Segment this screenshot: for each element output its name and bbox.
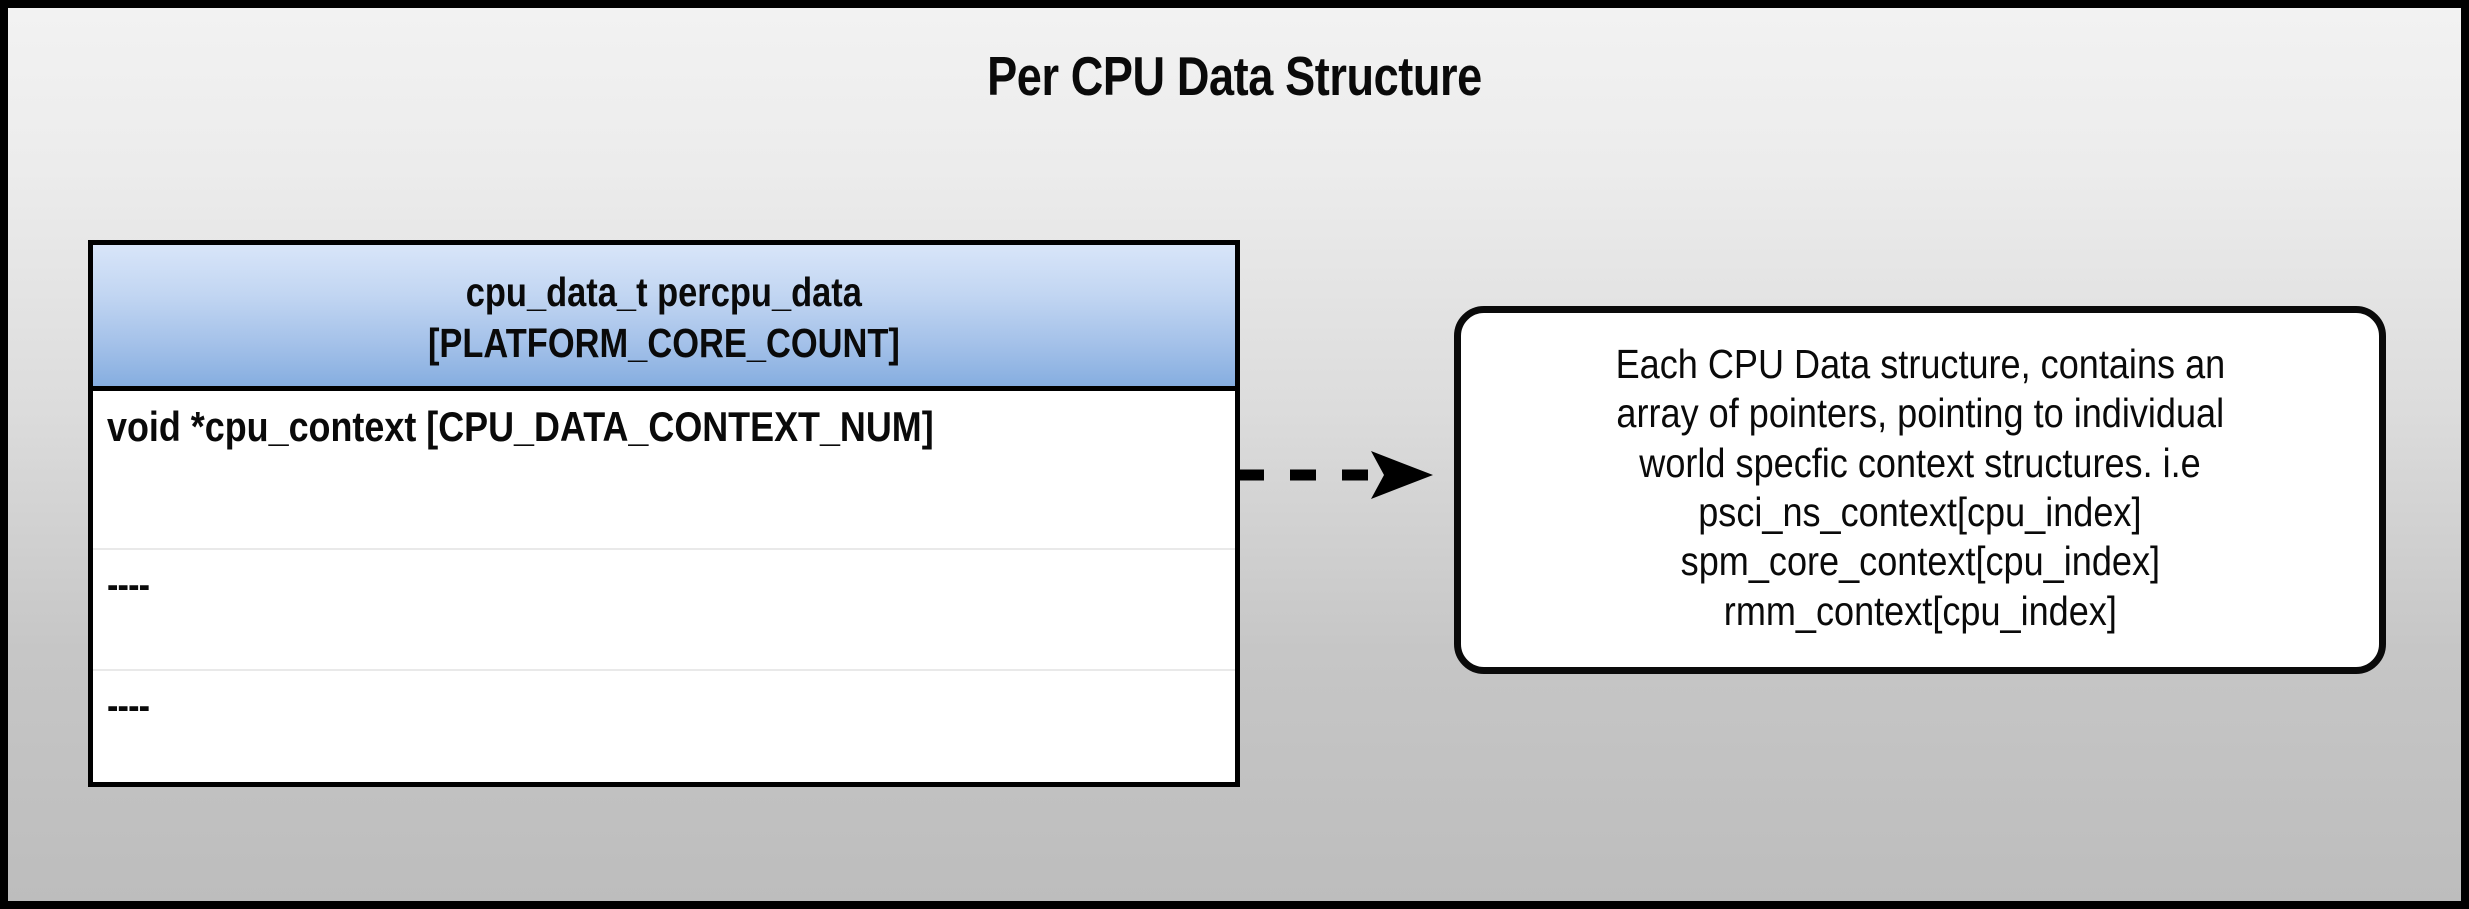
dashed-arrow-right-icon [1238,451,1433,499]
page-title: Per CPU Data Structure [987,45,1482,107]
percpu-data-struct-table: cpu_data_t percpu_data [PLATFORM_CORE_CO… [88,240,1240,787]
struct-table-header: cpu_data_t percpu_data [PLATFORM_CORE_CO… [93,245,1235,391]
table-row: ---- [93,548,1235,669]
callout-line: world specfic context structures. i.e [1639,439,2201,486]
struct-row-label: ---- [107,684,150,728]
table-row: void *cpu_context [CPU_DATA_CONTEXT_NUM] [93,391,1235,548]
struct-row-label: void *cpu_context [CPU_DATA_CONTEXT_NUM] [107,403,934,450]
callout-line: Each CPU Data structure, contains an [1615,340,2225,387]
struct-header-line-2: [PLATFORM_CORE_COUNT] [428,319,900,366]
table-row: ---- [93,669,1235,790]
callout-note: Each CPU Data structure, contains an arr… [1454,306,2386,674]
callout-line: array of pointers, pointing to individua… [1616,390,2224,437]
struct-header-line-1: cpu_data_t percpu_data [465,269,863,316]
callout-line: spm_core_context[cpu_index] [1680,538,2160,585]
callout-line: psci_ns_context[cpu_index] [1698,489,2142,535]
callout-line: rmm_context[cpu_index] [1723,587,2117,634]
struct-row-label: ---- [107,563,150,607]
